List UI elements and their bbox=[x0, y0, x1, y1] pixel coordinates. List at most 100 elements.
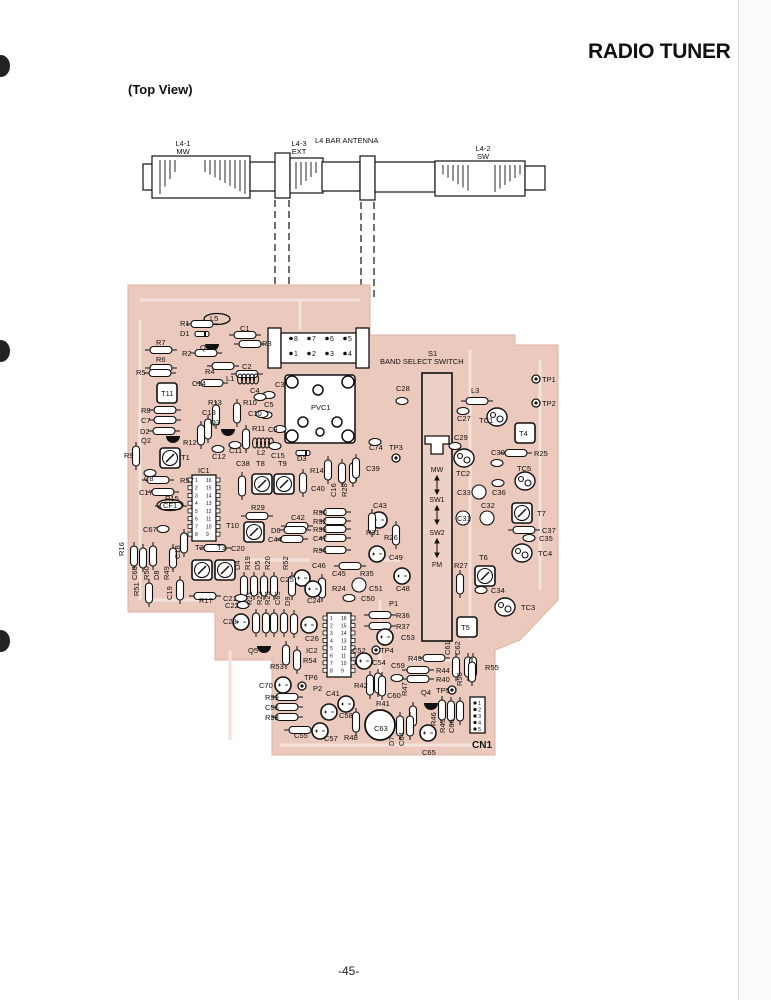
component-c31[interactable] bbox=[455, 510, 471, 526]
component-c74[interactable] bbox=[368, 437, 382, 447]
component-tc2[interactable] bbox=[453, 448, 475, 468]
component-c38[interactable] bbox=[237, 472, 247, 500]
component-r34[interactable] bbox=[319, 545, 351, 555]
component-r48[interactable] bbox=[351, 708, 361, 736]
component-tp6[interactable] bbox=[297, 681, 307, 691]
component-r9[interactable] bbox=[131, 442, 141, 470]
component-r46[interactable] bbox=[437, 696, 447, 724]
component-c64[interactable] bbox=[405, 712, 415, 740]
component-r17[interactable] bbox=[189, 591, 221, 601]
component-t9[interactable] bbox=[273, 473, 295, 495]
component-c9[interactable] bbox=[273, 424, 287, 434]
component-c30[interactable] bbox=[490, 458, 504, 468]
component-r20[interactable] bbox=[269, 572, 279, 600]
component-t1[interactable] bbox=[159, 447, 181, 469]
component-r7[interactable] bbox=[145, 345, 177, 355]
component-t5[interactable] bbox=[456, 616, 478, 638]
component-t7[interactable] bbox=[511, 502, 533, 524]
component-r14[interactable] bbox=[323, 456, 333, 484]
component-r31[interactable] bbox=[367, 509, 377, 537]
component-c23[interactable] bbox=[232, 613, 250, 631]
component-r43[interactable] bbox=[418, 653, 450, 663]
component-tp4[interactable] bbox=[371, 645, 381, 655]
component-r12[interactable] bbox=[196, 421, 206, 449]
component-r4[interactable] bbox=[207, 361, 239, 371]
component-d3[interactable] bbox=[295, 449, 311, 457]
component-c36[interactable] bbox=[491, 478, 505, 488]
component-c56[interactable] bbox=[271, 702, 303, 712]
component-d1[interactable] bbox=[194, 330, 210, 338]
component-tp3[interactable] bbox=[391, 453, 401, 463]
component-c18[interactable] bbox=[179, 529, 189, 557]
component-t8[interactable] bbox=[251, 473, 273, 495]
component-r39[interactable] bbox=[271, 692, 303, 702]
component-c14[interactable] bbox=[196, 378, 228, 388]
component-c32[interactable] bbox=[479, 510, 495, 526]
component-r44[interactable] bbox=[402, 665, 434, 675]
component-c57[interactable] bbox=[311, 722, 329, 740]
component-q2[interactable] bbox=[166, 436, 180, 443]
component-c68[interactable] bbox=[138, 544, 148, 572]
component-c50[interactable] bbox=[342, 593, 356, 603]
component-tp5[interactable] bbox=[447, 685, 457, 695]
component-c53[interactable] bbox=[376, 628, 394, 646]
component-c37[interactable] bbox=[508, 525, 540, 535]
component-r36[interactable] bbox=[364, 610, 396, 620]
component-r56[interactable] bbox=[467, 658, 477, 686]
component-tp2[interactable] bbox=[531, 398, 541, 408]
component-c39[interactable] bbox=[351, 454, 361, 482]
component-r27[interactable] bbox=[455, 570, 465, 598]
component-c19[interactable] bbox=[175, 576, 185, 604]
component-r54[interactable] bbox=[292, 646, 302, 674]
component-r19[interactable] bbox=[249, 572, 259, 600]
component-tc3[interactable] bbox=[494, 597, 516, 617]
component-r8[interactable] bbox=[149, 405, 181, 415]
component-c29[interactable] bbox=[448, 441, 462, 451]
component-c11[interactable] bbox=[228, 440, 242, 450]
component-r33[interactable] bbox=[319, 524, 351, 534]
component-c27[interactable] bbox=[456, 406, 470, 416]
component-r45[interactable] bbox=[446, 697, 456, 725]
component-r30[interactable] bbox=[319, 507, 351, 517]
component-t10[interactable] bbox=[243, 521, 265, 543]
component-c7[interactable] bbox=[149, 415, 181, 425]
component-r52[interactable] bbox=[287, 572, 297, 600]
component-c4[interactable] bbox=[253, 392, 267, 402]
component-r49[interactable] bbox=[168, 544, 178, 572]
component-c24[interactable] bbox=[304, 580, 322, 598]
component-r42[interactable] bbox=[365, 671, 375, 699]
component-r41[interactable] bbox=[377, 672, 387, 700]
component-d7[interactable] bbox=[395, 712, 405, 740]
pvc1-variable-capacitor[interactable] bbox=[284, 374, 356, 444]
component-c10[interactable] bbox=[255, 409, 269, 419]
component-c20[interactable] bbox=[199, 543, 231, 553]
component-r25[interactable] bbox=[500, 448, 532, 458]
component-r15[interactable] bbox=[155, 501, 187, 511]
component-c40[interactable] bbox=[298, 469, 308, 497]
component-t11[interactable] bbox=[156, 382, 178, 404]
component-c61[interactable] bbox=[451, 653, 461, 681]
component-c70[interactable] bbox=[274, 676, 292, 694]
component-r3[interactable] bbox=[234, 339, 266, 349]
component-c34[interactable] bbox=[474, 585, 488, 595]
switch-knob[interactable] bbox=[424, 435, 450, 455]
component-c33[interactable] bbox=[471, 484, 487, 500]
component-c51[interactable] bbox=[351, 577, 367, 593]
component-t3[interactable] bbox=[214, 559, 236, 581]
component-d5[interactable] bbox=[259, 572, 269, 600]
component-r26[interactable] bbox=[391, 521, 401, 549]
component-c13[interactable] bbox=[203, 415, 213, 443]
component-r32[interactable] bbox=[319, 516, 351, 526]
component-r1[interactable] bbox=[186, 319, 218, 329]
component-r57[interactable] bbox=[142, 475, 174, 485]
component-tc1[interactable] bbox=[486, 407, 508, 427]
component-r38[interactable] bbox=[271, 712, 303, 722]
component-c63[interactable] bbox=[364, 709, 396, 741]
component-c48[interactable] bbox=[393, 567, 411, 585]
component-c41[interactable] bbox=[337, 695, 355, 713]
component-r50[interactable] bbox=[148, 542, 158, 570]
component-r21[interactable] bbox=[251, 609, 261, 637]
component-c16[interactable] bbox=[337, 459, 347, 487]
